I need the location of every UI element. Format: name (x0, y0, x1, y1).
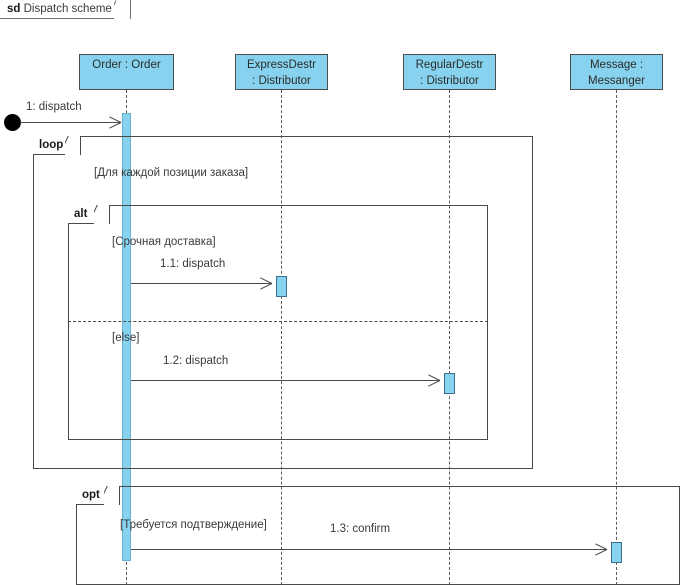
lifeline-label-regulardestr-line2: : Distributor (420, 75, 479, 87)
lifeline-dash-messenger (616, 90, 617, 585)
message-label-1-2: 1.2: dispatch (163, 355, 229, 367)
fragment-opt-guard: [Требуется подтверждение] (120, 519, 267, 531)
message-arrowhead-1-3 (594, 543, 607, 556)
fragment-alt-operator-tab: alt (68, 205, 110, 224)
lifeline-label-order-line1: Order : Order (92, 59, 161, 71)
activation-bar-messenger[interactable] (611, 542, 622, 563)
activation-bar-regulardestr[interactable] (444, 373, 455, 394)
start-point (4, 114, 21, 131)
fragment-loop[interactable] (33, 136, 533, 469)
lifeline-head-regulardestr[interactable]: RegularDestr : Distributor (403, 54, 496, 90)
diagram-frame-tab: sd Dispatch scheme (0, 0, 131, 19)
lifeline-head-expressdestr[interactable]: ExpressDestr : Distributor (235, 54, 328, 90)
fragment-alt-tab-corner-cut (94, 205, 109, 224)
diagram-title: Dispatch scheme (23, 3, 112, 15)
fragment-loop-guard: [Для каждой позиции заказа] (94, 167, 249, 179)
lifeline-head-message[interactable]: Message : Messanger (570, 54, 663, 90)
fragment-opt-operator-label: opt (82, 489, 100, 501)
message-arrowhead-1 (108, 116, 121, 129)
lifeline-label-expressdestr-line1: ExpressDestr (246, 59, 317, 71)
message-label-1-3: 1.3: confirm (330, 523, 391, 535)
message-label-1-1: 1.1: dispatch (160, 258, 226, 270)
fragment-alt-guard-2: [else] (112, 332, 140, 344)
fragment-opt-operator-tab: opt (76, 486, 120, 505)
message-label-1: 1: dispatch (26, 101, 82, 113)
message-arrowhead-1-1 (259, 277, 272, 290)
activation-bar-order[interactable] (122, 113, 131, 561)
fragment-alt-divider (68, 321, 488, 322)
message-line-1[interactable] (20, 122, 120, 123)
diagram-kind-keyword: sd (7, 3, 21, 15)
fragment-loop-tab-corner-cut (65, 136, 80, 155)
fragment-alt-guard-1: [Срочная доставка] (112, 236, 216, 248)
fragment-loop-operator-label: loop (39, 139, 64, 151)
message-arrowhead-1-2 (427, 374, 440, 387)
lifeline-label-regulardestr-line1: RegularDestr (415, 59, 484, 71)
activation-bar-expressdestr[interactable] (276, 276, 287, 297)
lifeline-head-order[interactable]: Order : Order (79, 54, 174, 90)
fragment-alt[interactable] (68, 205, 488, 440)
fragment-opt-tab-corner-cut (104, 486, 119, 505)
diagram-tab-corner-cut (114, 0, 130, 20)
fragment-alt-operator-label: alt (74, 208, 88, 220)
lifeline-dash-expressdestr (281, 90, 282, 585)
lifeline-dash-regulardestr (449, 90, 450, 585)
message-line-1-3[interactable] (131, 549, 606, 550)
lifeline-label-message-line2: Messanger (588, 75, 645, 87)
message-line-1-2[interactable] (131, 380, 439, 381)
message-line-1-1[interactable] (131, 283, 271, 284)
lifeline-label-message-line1: Message : (589, 59, 644, 71)
fragment-loop-operator-tab: loop (33, 136, 81, 155)
lifeline-label-expressdestr-line2: : Distributor (252, 75, 311, 87)
